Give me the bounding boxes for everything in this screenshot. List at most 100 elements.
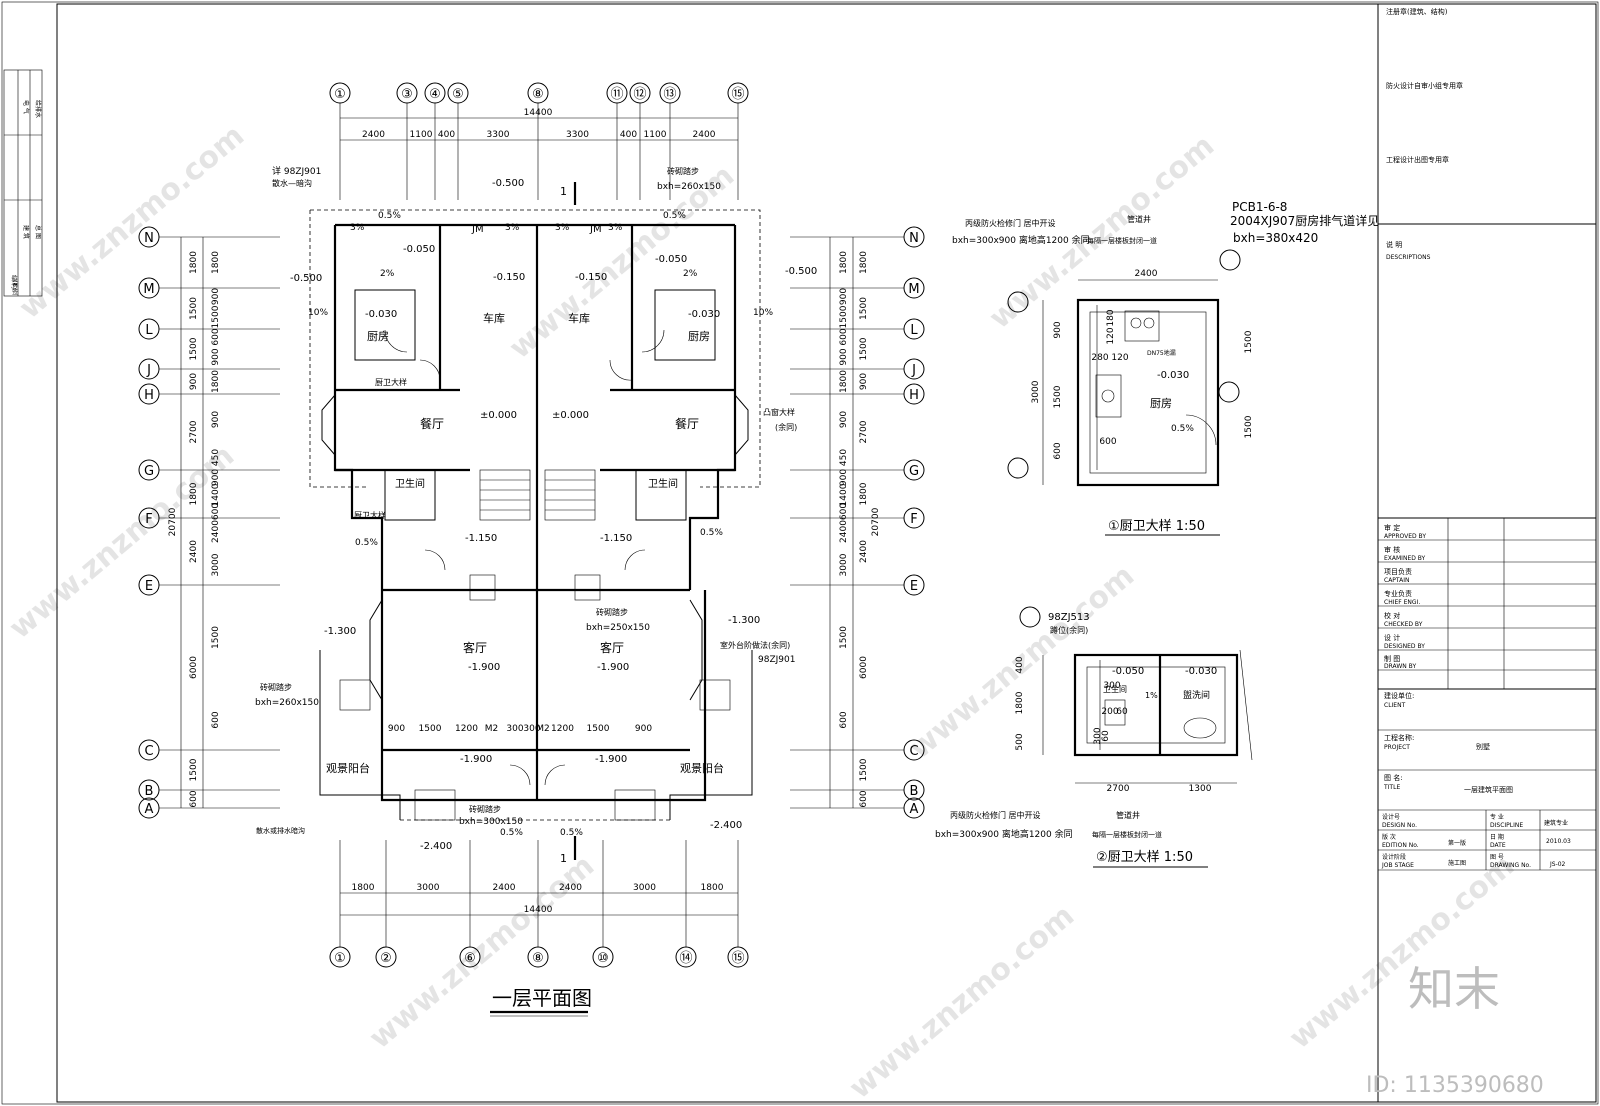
date-value: 2010.03 (1546, 838, 1571, 845)
bottom-axis-6-label: ⑮ (731, 951, 744, 966)
watermark-layer: www.znzmo.com www.znzmo.com www.znzmo.co… (3, 118, 1544, 1106)
room-garage-left: 车库 (483, 311, 505, 325)
room-toilet-right: 卫生间 (648, 477, 678, 490)
right-seg-0: 1800 (859, 251, 869, 274)
note-drain: 散水—暗沟 (272, 178, 312, 188)
d2-dim-2: 400 (1015, 656, 1025, 673)
stage-label: 设计阶段 (1382, 853, 1406, 861)
watermark-site-5: www.znzmo.com (363, 848, 601, 1056)
bottom-seg-1: 3000 (417, 883, 440, 893)
project-info: 建设单位: CLIENT 工程名称: PROJECT 别墅 图 名: TITLE… (1378, 691, 1596, 871)
note-drain-bottom: 散水或排水暗沟 (256, 826, 305, 835)
d2-dim-4: 500 (1015, 733, 1025, 750)
d2-dim-7: 60 (1116, 707, 1128, 717)
note-step-bottom-size: bxh=300x150 (459, 817, 523, 827)
examined-label-en: EXAMINED BY (1384, 555, 1426, 562)
left-axis-5-label: G (144, 464, 154, 479)
d1-pcb-2: 2004XJ907厨房排气道详见 (1230, 213, 1379, 228)
top-axis-2-label: ④ (429, 87, 441, 102)
designed-label: 设 计 (1384, 633, 1400, 642)
d2-dim-5: 300 (1103, 681, 1120, 691)
notes-label-en: DESCRIPTIONS (1386, 254, 1431, 261)
level-outer-right: -1.300 (728, 615, 760, 626)
d1-dim-0: 2400 (1135, 269, 1158, 279)
d1-pcb-1: PCB1-6-8 (1232, 200, 1287, 214)
left-axis-2-label: L (145, 323, 153, 338)
right-axis-5-label: G (909, 464, 919, 479)
room-toilet-left: 卫生间 (395, 477, 425, 490)
d2-room-toilet: 卫生间 (1103, 684, 1127, 694)
right-seg-6: 2400 (859, 540, 869, 563)
right-seg-4: 2700 (859, 420, 869, 443)
right-sub-9: 1400 (839, 483, 849, 506)
checked-label: 校 对 (1384, 611, 1400, 620)
stamp-issue: 工程设计出图专用章 (1386, 155, 1449, 164)
inner-row-4: 300 (506, 724, 523, 734)
examined-label: 审 核 (1384, 545, 1400, 554)
level-living-right: -1.900 (597, 662, 629, 673)
left-seg-7: 6000 (189, 656, 199, 679)
d1-dim-1: 900 (1053, 321, 1063, 338)
top-seg-7: 2400 (693, 130, 716, 140)
level-living-left: -1.900 (468, 662, 500, 673)
left-seg-9: 600 (189, 790, 199, 807)
door-swings (384, 329, 665, 786)
note-outstep: 室外台阶做法(余同) (720, 640, 790, 650)
d1-dim-3: 1500 (1053, 385, 1063, 408)
d2-firedoor-1: 丙级防火检修门 居中开设 (950, 810, 1041, 820)
d2-ref-2: 蹲位(余同) (1050, 625, 1088, 635)
level-garage-left: -0.150 (493, 272, 525, 283)
bay-windows (321, 394, 749, 701)
d2-dim-1: 1300 (1189, 784, 1212, 794)
level-balcony-left: -1.900 (460, 754, 492, 765)
left-axis-10-label: A (145, 802, 154, 817)
left-axis-3-label: J (146, 363, 151, 378)
drawing-frame (56, 3, 1597, 1103)
left-sub-11: 2400 (211, 520, 221, 543)
bottom-axis-3-label: ⑧ (532, 951, 544, 966)
right-sub-1: 900 (839, 288, 849, 305)
note-jm-left: JM (471, 224, 484, 235)
strip-text-7: 签 (12, 288, 18, 296)
d1-level: -0.030 (1157, 370, 1189, 381)
top-total-text: 14400 (524, 108, 553, 118)
left-seg-4: 2700 (189, 420, 199, 443)
stage-label-en: JOB STAGE (1381, 862, 1414, 869)
room-balcony-right: 观景阳台 (680, 761, 724, 775)
detail1-title: ①厨卫大样 1:50 (1108, 519, 1205, 534)
left-sub-4: 900 (211, 348, 221, 365)
left-axis-8-label: C (144, 744, 153, 759)
note-bay-2: (余同) (775, 422, 797, 432)
drawing-no-label-en: DRAWING No. (1490, 862, 1531, 869)
inner-row-1: 1500 (419, 724, 442, 734)
note-step-top-size: bxh=260x150 (657, 182, 721, 192)
room-garage-right: 车库 (568, 311, 590, 325)
right-sub-2: 1500 (839, 305, 849, 328)
strip-text-1: 给排水 (34, 100, 42, 118)
right-axis-9-label: B (910, 784, 919, 799)
left-seg-8: 1500 (189, 758, 199, 781)
note-slope-3-mid-right: 3% (555, 223, 570, 233)
d2-shaft-2: 每隔一层楼板封闭一道 (1092, 830, 1162, 839)
right-axis-10-label: A (910, 802, 919, 817)
room-living-left: 客厅 (463, 640, 487, 655)
note-outstep-ref: 98ZJ901 (758, 655, 795, 665)
right-total: 20700 (871, 507, 881, 536)
d2-room-wash: 盥洗间 (1183, 689, 1210, 701)
room-dining-right: 餐厅 (675, 416, 699, 431)
chief-label-en: CHIEF ENGI. (1384, 599, 1420, 606)
left-sub-8: 900 (211, 469, 221, 486)
right-axis-6-label: F (910, 512, 917, 527)
d2-dim-0: 2700 (1107, 784, 1130, 794)
top-axis-1-label: ③ (401, 87, 413, 102)
level-dining-right: ±0.000 (552, 410, 589, 421)
edition-label: 版 次 (1382, 833, 1396, 841)
bottom-seg-5: 1800 (701, 883, 724, 893)
right-axis-7-label: E (910, 579, 918, 594)
d1-firedoor-2: bxh=300x900 离地高1200 余同 (952, 234, 1090, 246)
left-sub-9: 1400 (211, 483, 221, 506)
watermark-id: ID: 1135390680 (1366, 1073, 1544, 1098)
